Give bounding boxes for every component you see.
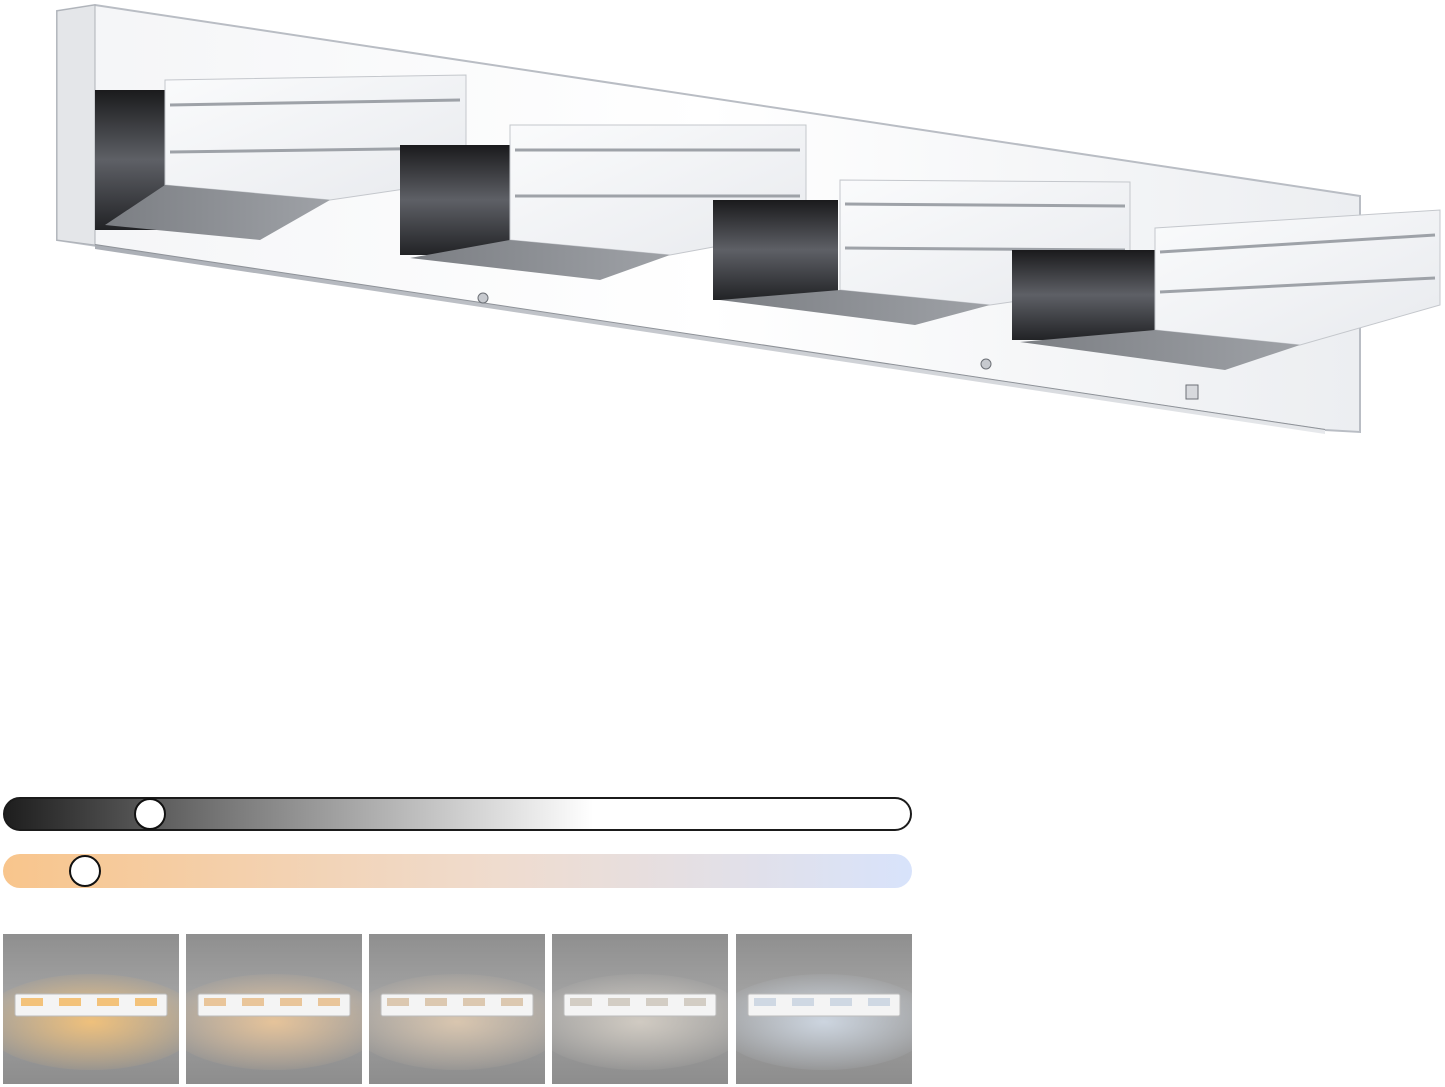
warm-white-light-preview-icon [186, 934, 362, 1084]
warm-light-preview-icon [3, 934, 179, 1084]
vanity-light-fixture-icon [56, 3, 1441, 434]
light-head-1 [95, 74, 467, 240]
cool-white-light-preview-icon [736, 934, 912, 1084]
light-head-4 [1012, 209, 1441, 370]
screw-icon [477, 292, 1199, 400]
color-temperature-slider-knob[interactable] [68, 855, 101, 887]
neutral-white-light-preview-icon [552, 934, 728, 1084]
color-temperature-slider[interactable] [3, 854, 912, 888]
light-tone-previews [3, 934, 915, 1084]
brightness-slider-knob[interactable] [133, 798, 166, 830]
brightness-slider[interactable] [3, 797, 912, 831]
neutral-warm-light-preview-icon [369, 934, 545, 1084]
